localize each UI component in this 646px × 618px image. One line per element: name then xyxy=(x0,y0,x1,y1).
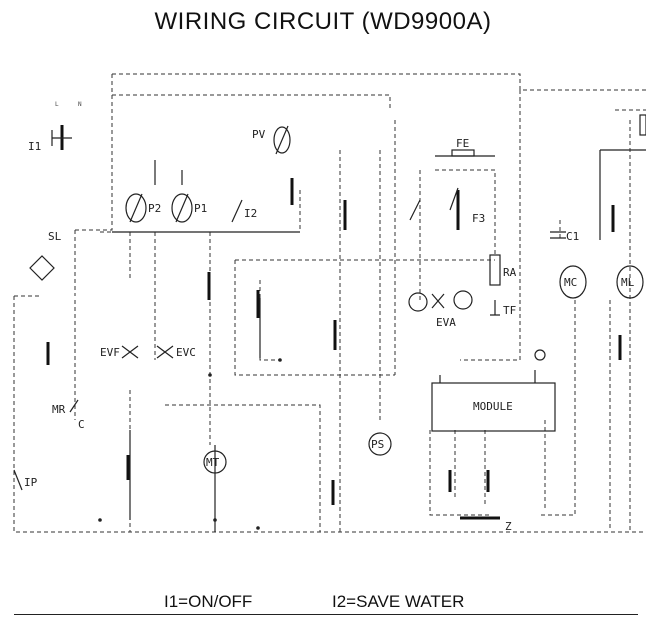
label-p1: P1 xyxy=(194,202,207,215)
label-c: C xyxy=(78,418,85,431)
label-i1: I1 xyxy=(28,140,41,153)
label-f3: F3 xyxy=(472,212,485,225)
label-eva: EVA xyxy=(436,316,456,329)
label-evc: EVC xyxy=(176,346,196,359)
svg-text:N: N xyxy=(78,101,82,108)
ra-heater xyxy=(489,254,501,286)
label-evf: EVF xyxy=(100,346,120,359)
pressure-switch-p2 xyxy=(125,193,147,223)
pressure-switch-p1 xyxy=(171,193,193,223)
top-bus xyxy=(112,73,646,91)
motor-mc xyxy=(559,265,587,299)
label-ml: ML xyxy=(621,276,635,289)
svg-text:L: L xyxy=(55,101,59,108)
label-mc: MC xyxy=(564,276,577,289)
label-mr: MR xyxy=(52,403,66,416)
motor-ml xyxy=(616,265,644,299)
label-ip: IP xyxy=(24,476,38,489)
legend-i1: I1=ON/OFF xyxy=(164,592,253,611)
label-ps: PS xyxy=(371,438,384,451)
label-ra: RA xyxy=(503,266,517,279)
label-c1: C1 xyxy=(566,230,579,243)
label-p2: P2 xyxy=(148,202,161,215)
fe-symbol xyxy=(451,149,475,157)
label-pv: PV xyxy=(252,128,266,141)
label-sl: SL xyxy=(48,230,62,243)
label-fe: FE xyxy=(456,137,469,150)
label-z: Z xyxy=(505,520,512,533)
motor-mt xyxy=(203,450,227,474)
module-box xyxy=(431,382,556,432)
pv-symbol xyxy=(273,126,291,154)
label-mt: MT xyxy=(206,456,220,469)
motor-mv xyxy=(453,290,473,310)
label-tf: TF xyxy=(503,304,516,317)
label-i2: I2 xyxy=(244,207,257,220)
legend-i2: I2=SAVE WATER xyxy=(332,592,465,611)
bottom-rule xyxy=(14,614,638,615)
label-module: MODULE xyxy=(473,400,513,413)
motor-vtm xyxy=(408,292,428,312)
pressure-sensor-ps xyxy=(368,432,392,456)
diagram-title: WIRING CIRCUIT (WD9900A) xyxy=(154,8,492,35)
